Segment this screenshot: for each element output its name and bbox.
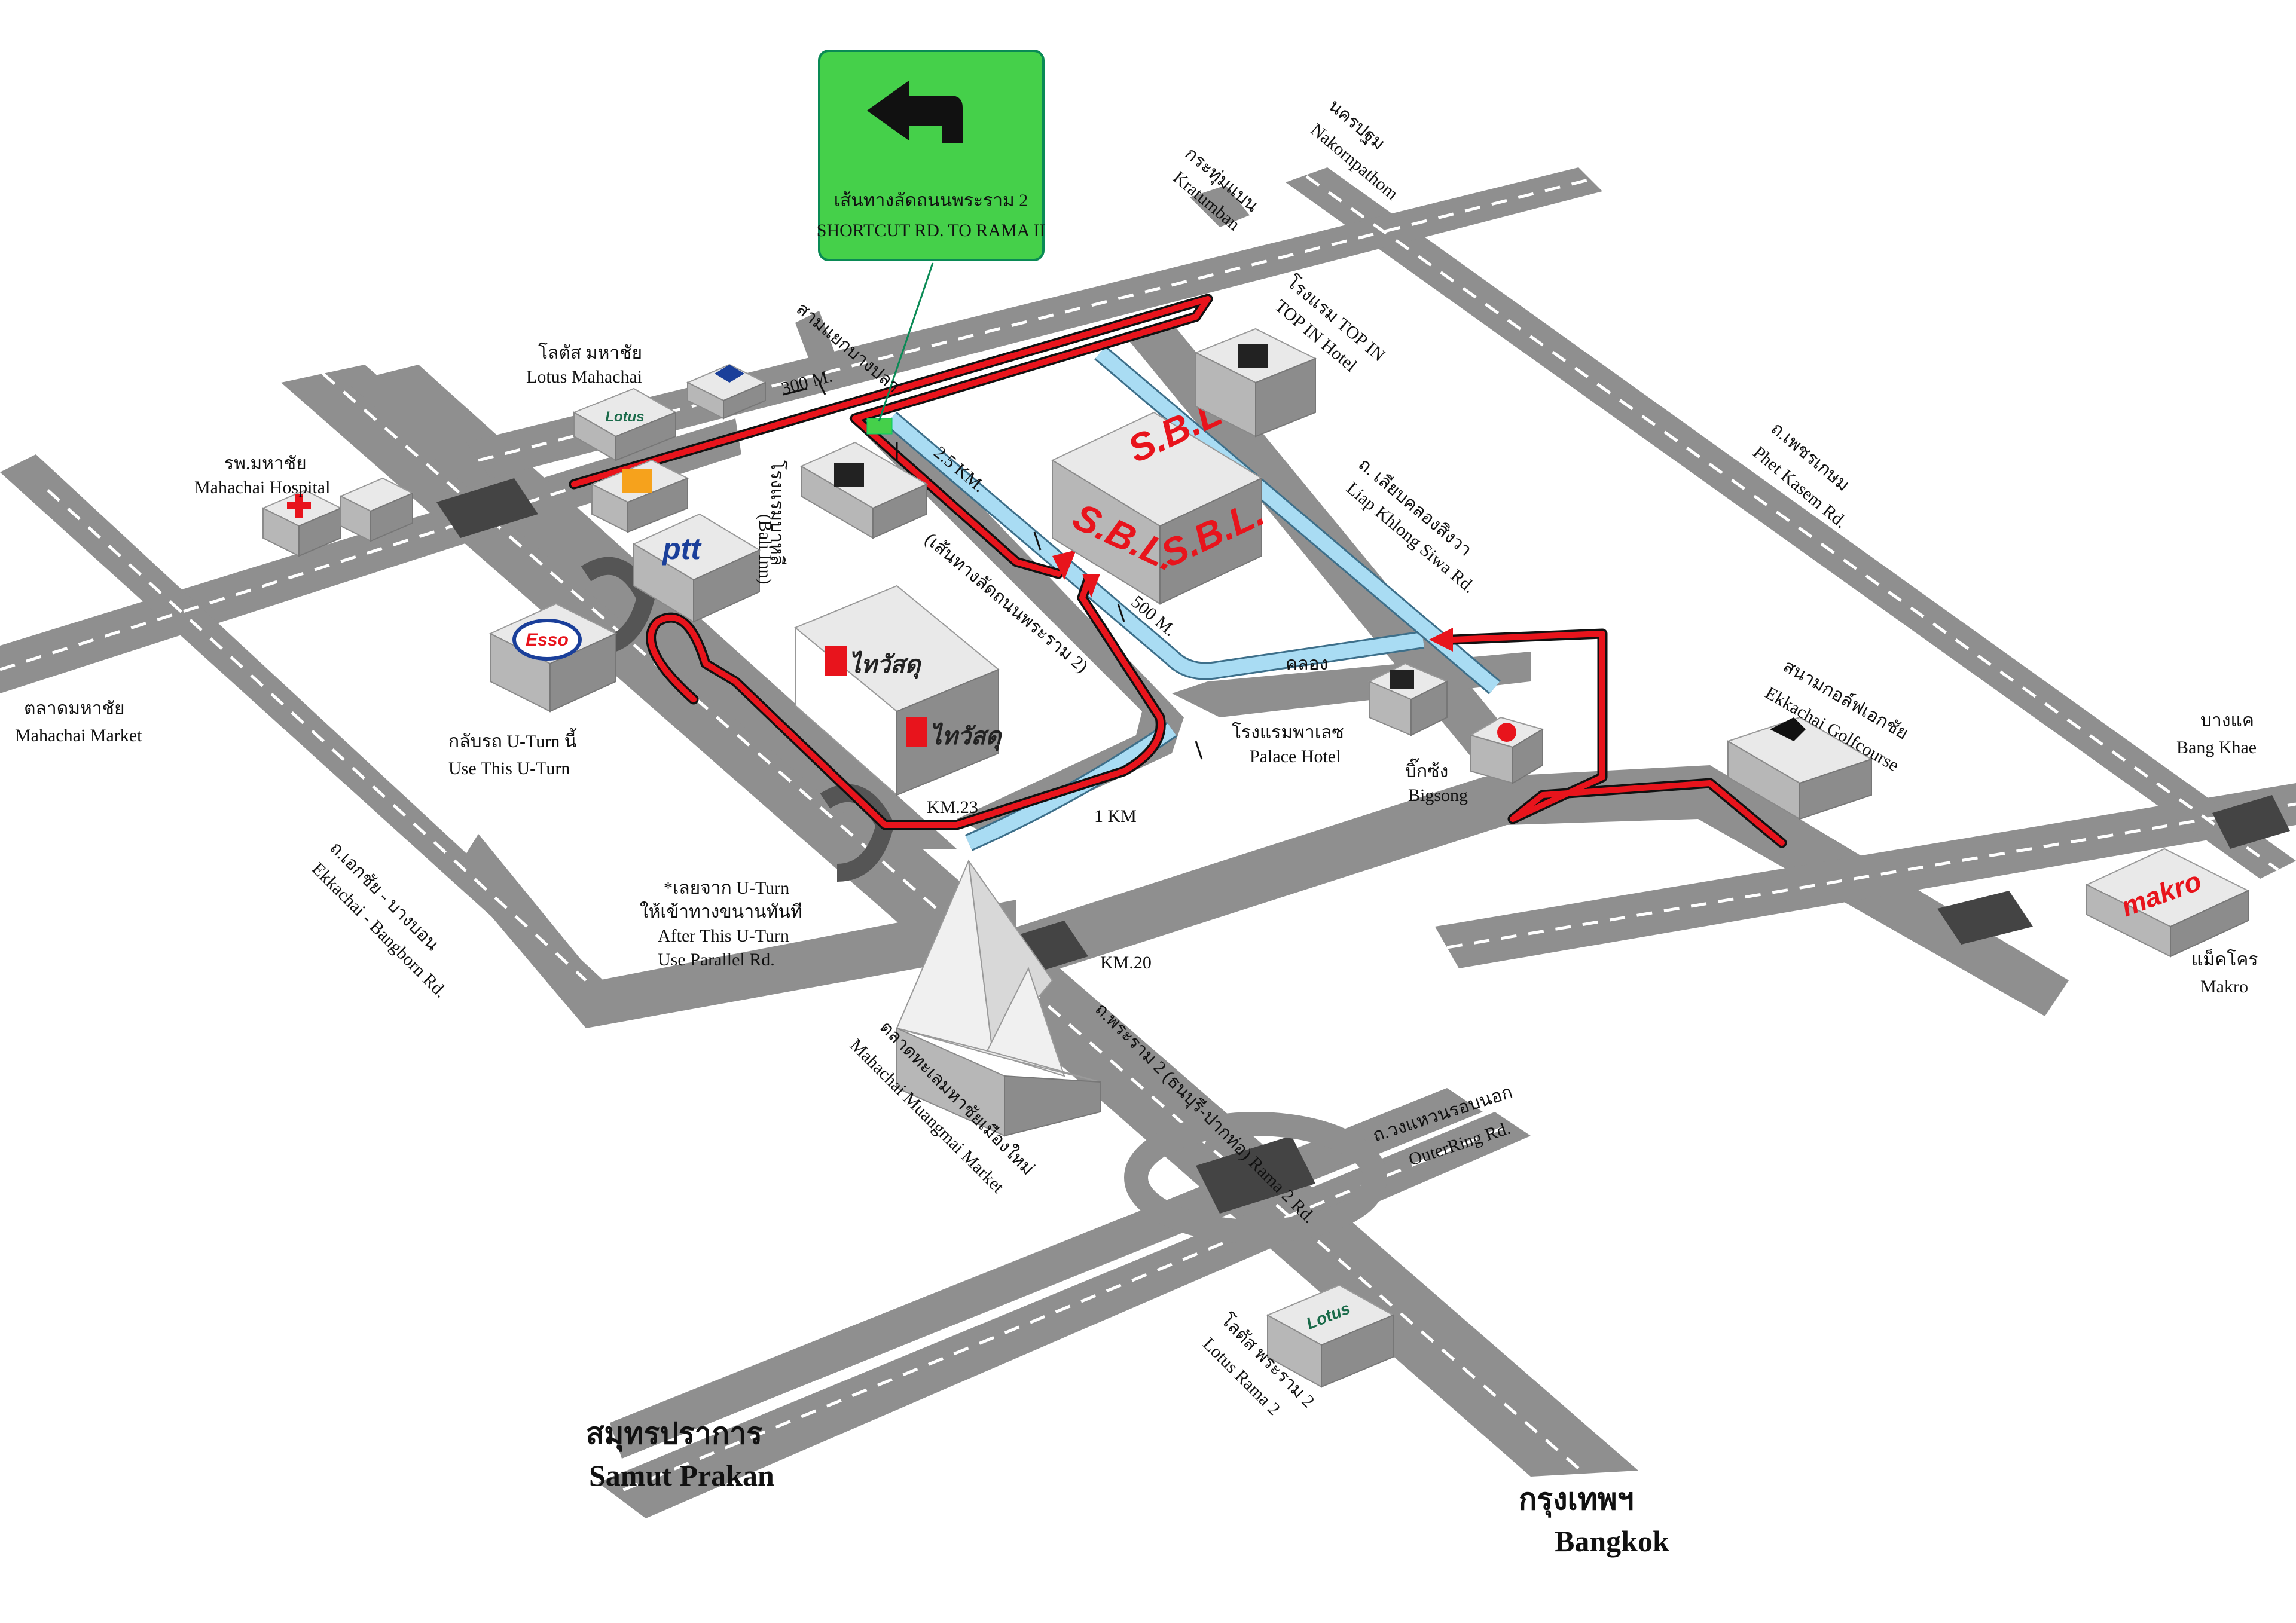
label-bali-en: (Bali Inn): [755, 514, 775, 584]
makro-building: makro: [2085, 848, 2250, 958]
turn-left-arrow-icon: [867, 81, 963, 143]
label-uturn-th: กลับรถ U-Turn นี้: [448, 728, 576, 751]
label-1km: 1 KM: [1094, 806, 1137, 826]
road-phet-kasem: [1286, 167, 2296, 879]
label-market-th: ตลาดมหาชัย: [24, 699, 125, 719]
thaiwatsadu-logo-icon: [906, 717, 927, 747]
overpass-phetkasem: [2212, 795, 2290, 849]
road-ekkachai-bangborn: [454, 834, 1016, 1028]
bank-building: [686, 363, 767, 420]
label-hospital-en: Mahachai Hospital: [194, 478, 330, 497]
roundabout: [1124, 1112, 1387, 1243]
label-bigsong-en: Bigsong: [1408, 785, 1468, 805]
label-makro-th: แม็คโคร: [2191, 948, 2258, 970]
label-after-1: *เลยจาก U-Turn: [664, 878, 789, 898]
distance-markers: [783, 382, 1203, 760]
label-lotus-mahachai-th: โลตัส มหาชัย: [538, 342, 642, 363]
c-logo-icon: [622, 469, 652, 493]
label-bali-th: โรงแรมบาหลี: [767, 460, 788, 566]
thaiwatsadu-logo-icon: [825, 646, 847, 676]
lotus-logo: Lotus: [605, 409, 644, 425]
lotus-rama2-building: Lotus: [1266, 1284, 1395, 1388]
hospital-cross-icon: [287, 494, 311, 518]
lotus-mahachai-building: Lotus: [572, 387, 677, 461]
label-bangkhae-en: Bang Khae: [2176, 738, 2257, 757]
hotel-icon: [1238, 344, 1268, 368]
esso-logo: Esso: [526, 630, 569, 650]
bank-logo-icon: [715, 365, 744, 383]
c-building: [590, 459, 689, 533]
road-km20-east: [981, 765, 2069, 1016]
label-after-3: After This U-Turn: [658, 926, 789, 946]
overpass-mahachai: [436, 478, 538, 538]
esso-building: Esso: [488, 603, 618, 713]
road-kratumban: [1190, 185, 1250, 227]
label-lotus-mahachai-en: Lotus Mahachai: [526, 367, 642, 387]
label-uturn-en: Use This U-Turn: [448, 759, 570, 778]
label-bigsong-th: บิ๊กซ้ง: [1405, 758, 1448, 781]
overpass-outerring: [1196, 1136, 1315, 1214]
label-hospital-th: รพ.มหาชัย: [224, 454, 307, 473]
thaiwatsadu-text-2: ไทวัสดุ: [930, 722, 1002, 751]
road-sam-yaek: [795, 311, 837, 371]
sign-text-en: SHORTCUT RD. TO RAMA II: [817, 221, 1045, 240]
route-arrow-icon: [1429, 628, 1453, 652]
label-palace-en: Palace Hotel: [1250, 747, 1341, 766]
top-in-building: [1194, 328, 1317, 438]
ptt-building: ptt: [632, 513, 761, 623]
golf-icon: [1770, 717, 1806, 741]
hotel-icon: [1390, 670, 1414, 689]
label-samut-prakan-en: Samut Prakan: [589, 1459, 774, 1492]
road-palace: [1172, 652, 1531, 717]
thaiwatsadu-building: ไทวัสดุ ไทวัสดุ: [794, 585, 1002, 797]
label-bangkok-en: Bangkok: [1555, 1524, 1669, 1558]
label-makro-en: Makro: [2200, 977, 2248, 997]
muangmai-market-building: [896, 858, 1101, 1137]
label-bangkhae-th: บางแค: [2200, 711, 2254, 730]
label-km23: KM.23: [927, 797, 978, 817]
label-khlong: คลอง: [1286, 654, 1328, 674]
bali-inn-building: [799, 441, 929, 539]
hospital-building: [261, 477, 414, 557]
route-arrow-icon: [1082, 574, 1100, 598]
palace-building: [1367, 662, 1449, 736]
ptt-logo: ptt: [661, 532, 702, 566]
bigsong-building: [1469, 716, 1544, 784]
label-palace-th: โรงแรมพาเลซ: [1232, 722, 1344, 742]
hotel-icon: [834, 463, 864, 487]
shortcut-sign: เส้นทางลัดถนนพระราม 2 SHORTCUT RD. TO RA…: [817, 50, 1045, 261]
route-path: [569, 294, 1787, 848]
overpass-bang-khae: [1937, 891, 2033, 945]
label-samut-prakan-th: สมุทรปราการ: [586, 1417, 762, 1452]
label-after-2: ให้เข้าทางขนานทันที: [640, 901, 802, 922]
sign-text-th: เส้นทางลัดถนนพระราม 2: [834, 191, 1028, 210]
label-after-4: Use Parallel Rd.: [658, 950, 775, 970]
bigsong-logo-icon: [1497, 723, 1516, 742]
overpasses: [436, 478, 2290, 1243]
thaiwatsadu-text: ไทวัสดุ: [849, 650, 921, 680]
label-market-en: Mahachai Market: [15, 726, 142, 745]
label-km20: KM.20: [1100, 953, 1152, 973]
label-bangkok-th: กรุงเทพฯ: [1519, 1483, 1634, 1518]
sign-pointer-line: [878, 262, 934, 422]
uturn-ramp-1: [581, 557, 655, 655]
route-arrow-icon: [1052, 550, 1076, 580]
golf-building: [1726, 716, 1873, 820]
